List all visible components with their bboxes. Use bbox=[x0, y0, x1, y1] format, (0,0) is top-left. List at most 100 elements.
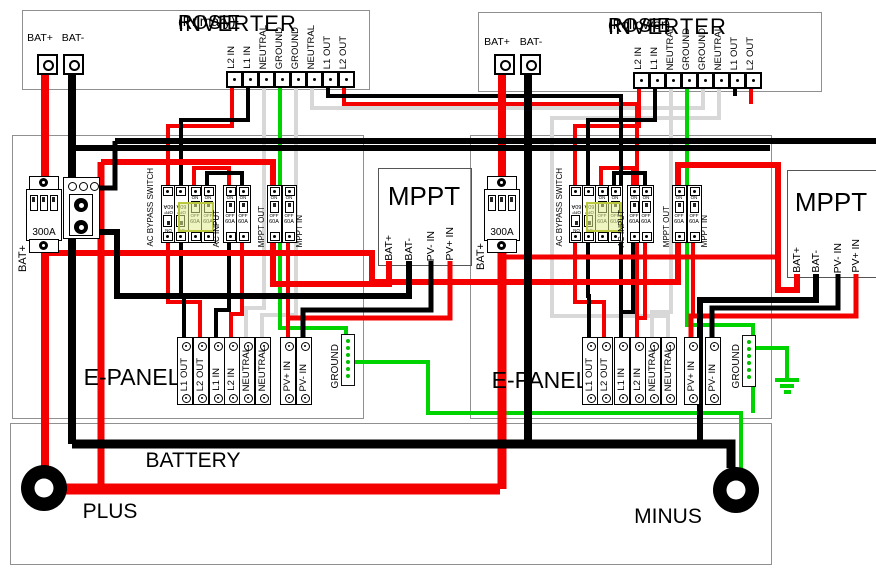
inverter-terminal bbox=[273, 70, 291, 88]
screw-dot bbox=[574, 190, 577, 193]
main-breaker-bottom-tab bbox=[29, 239, 59, 253]
pole-rating: 60A bbox=[641, 219, 651, 225]
pole-handle-nub bbox=[241, 203, 245, 207]
screw-dot bbox=[231, 396, 235, 400]
panel-terminal-block: L1 OUT bbox=[582, 337, 598, 405]
screw-dot bbox=[601, 235, 604, 238]
pole-screw-top bbox=[583, 232, 594, 241]
terminal-ring bbox=[499, 59, 511, 71]
terminal-ring bbox=[68, 59, 80, 71]
main-breaker-lever bbox=[508, 195, 516, 211]
breaker-group-label: AC INPUT bbox=[617, 209, 626, 247]
wire-bypass-to-l1out-term-right bbox=[586, 241, 591, 344]
lever-nub bbox=[490, 197, 493, 202]
wire-mppt-pvplus-right bbox=[688, 274, 859, 344]
inverter-terminal-label: L2 OUT bbox=[338, 35, 349, 69]
panel-terminal-block: NEUTRAL bbox=[645, 337, 661, 405]
shunt-body bbox=[63, 177, 100, 239]
main-breaker-lever bbox=[50, 195, 58, 211]
screw-dot bbox=[621, 344, 625, 348]
inverter-terminal bbox=[680, 71, 698, 89]
wire-mppt-pvminus-right bbox=[709, 274, 841, 344]
ground-block-dot bbox=[346, 339, 350, 343]
pole-off-label: OFF bbox=[238, 213, 248, 218]
pole-handle bbox=[571, 215, 580, 227]
ground-block-dot bbox=[346, 346, 350, 350]
screw-ring bbox=[213, 393, 223, 403]
inverter-terminal-label: NEUTRAL bbox=[306, 24, 317, 69]
pole-screw-top bbox=[190, 187, 201, 196]
inverter-terminal bbox=[632, 71, 650, 89]
wire-l1in-primary-to-bypass bbox=[179, 83, 250, 187]
screw-dot bbox=[751, 78, 755, 82]
main-breaker-body: 300A bbox=[484, 189, 520, 241]
screw-ring bbox=[181, 341, 191, 351]
panel-terminal-label: L1 OUT bbox=[584, 357, 595, 391]
panel-terminal-block: PV+ IN bbox=[280, 337, 296, 405]
shunt-screw bbox=[79, 182, 88, 191]
wire-neutral-follower-drop-2 bbox=[550, 83, 721, 344]
lug bbox=[38, 177, 48, 187]
ground-block-dot bbox=[747, 361, 751, 365]
screw-dot bbox=[687, 78, 691, 82]
inverter-terminal-label: L2 IN bbox=[633, 47, 644, 70]
inverter-terminal bbox=[305, 70, 323, 88]
bypass-handle-tie-highlight bbox=[178, 202, 214, 232]
screw-ring bbox=[649, 393, 659, 403]
screw-dot bbox=[262, 344, 266, 348]
inverter-title-line1: ROSIE bbox=[178, 12, 241, 34]
pole-off-label: OFF bbox=[674, 213, 684, 218]
inverter-terminal bbox=[744, 71, 762, 89]
screw-dot bbox=[655, 78, 659, 82]
screw-ring bbox=[228, 341, 238, 351]
epanel-left-box bbox=[12, 135, 364, 419]
panel-terminal-block: L1 IN bbox=[209, 337, 225, 405]
mppt-right-box bbox=[787, 170, 876, 278]
screw-dot bbox=[678, 235, 681, 238]
screw-dot bbox=[287, 396, 291, 400]
screw-ring bbox=[634, 341, 644, 351]
pole-screw-bottom bbox=[162, 187, 173, 196]
ground-block-dot bbox=[747, 347, 751, 351]
pole-screw-top bbox=[689, 187, 700, 196]
inverter-terminal-label: NEUTRAL bbox=[665, 25, 676, 70]
bat-plus-terminal bbox=[36, 53, 58, 75]
lug bbox=[496, 177, 506, 187]
lever-nub bbox=[42, 197, 45, 202]
battery-box bbox=[10, 423, 772, 565]
screw-dot bbox=[587, 190, 590, 193]
screw-dot bbox=[614, 235, 617, 238]
ground-terminal-block bbox=[341, 334, 355, 386]
mppt-terminal-label: BAT- bbox=[810, 250, 822, 273]
screw-ring bbox=[601, 341, 611, 351]
bat-plus-label: BAT+ bbox=[27, 32, 53, 44]
screw-dot bbox=[574, 235, 577, 238]
pole-on-label: ON bbox=[630, 195, 638, 200]
screw-ring bbox=[688, 393, 698, 403]
screw-dot bbox=[216, 396, 220, 400]
screw-dot bbox=[207, 235, 210, 238]
pole-off-label: OFF bbox=[269, 213, 279, 218]
pole-screw-bottom bbox=[190, 232, 201, 241]
epanel-label: E-PANEL bbox=[83, 364, 181, 390]
bypass-handle-tie-highlight bbox=[586, 202, 622, 232]
mppt-terminal-label: BAT- bbox=[403, 238, 415, 261]
panel-terminal-label: PV+ IN bbox=[686, 360, 697, 391]
battery-minus-label: MINUS bbox=[634, 505, 702, 528]
lug bbox=[38, 240, 48, 250]
pole-screw-bottom bbox=[238, 232, 249, 241]
main-breaker-rating: 300A bbox=[32, 227, 56, 238]
wire-neutral-primary-drop bbox=[244, 83, 266, 344]
lug-hole bbox=[499, 180, 503, 184]
main-breaker-rating: 300A bbox=[490, 227, 514, 238]
panel-terminal-block: NEUTRAL bbox=[255, 337, 271, 405]
screw-dot bbox=[200, 344, 204, 348]
inverter-subtitle: (Primary) bbox=[178, 13, 236, 29]
screw-dot bbox=[344, 77, 348, 81]
screw-dot bbox=[242, 190, 245, 193]
screw-dot bbox=[229, 235, 232, 238]
pole-on-label: ON bbox=[191, 195, 199, 200]
